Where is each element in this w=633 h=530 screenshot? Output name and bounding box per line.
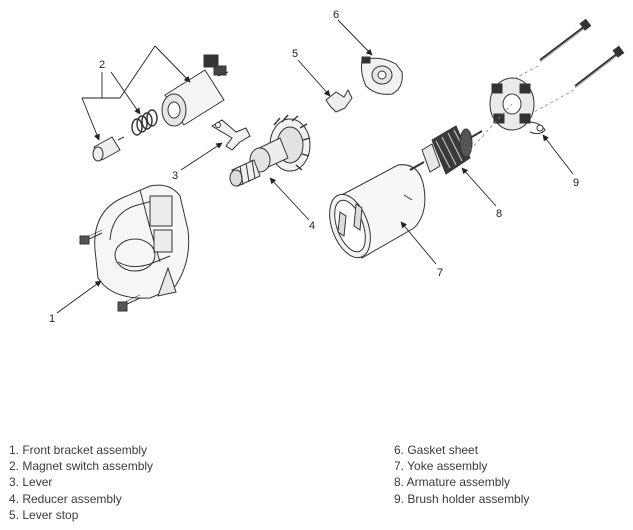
gasket-sheet [361,56,403,95]
legend-item-3: 3. Lever [9,475,53,490]
callout-9: 9 [573,177,579,189]
callout-3: 3 [172,170,178,182]
callout-1: 1 [49,313,55,325]
plunger-spring [131,109,158,136]
legend-item-4: 4. Reducer assembly [9,491,122,506]
callout-2: 2 [99,59,105,71]
legend-item-8: 8. Armature assembly [394,475,511,490]
legend-item-7: 7. Yoke assembly [394,459,488,474]
callout-4: 4 [309,220,315,232]
starter-motor-exploded-diagram: 1 2 3 4 5 6 7 8 9 [49,9,625,325]
leader-lines [56,19,574,314]
callout-8: 8 [496,208,502,220]
armature-assembly [409,125,483,175]
brush-holder-assembly [489,77,546,135]
magnet-switch-assembly [161,54,229,127]
bracket-bolt-upper [79,229,103,245]
plunger [92,136,125,162]
front-bracket-assembly [94,184,190,299]
reducer-assembly [229,114,311,187]
alignment-axes [469,65,575,151]
callout-5: 5 [292,48,298,60]
yoke-assembly [329,164,426,259]
lever-stop [325,88,353,113]
parts-legend-right: 6. Gasket sheet 7. Yoke assembly 8. Arma… [394,442,529,507]
legend-item-9: 9. Brush holder assembly [394,491,530,506]
legend-item-5: 5. Lever stop [9,507,79,522]
parts-legend-left: 1. Front bracket assembly 2. Magnet swit… [9,442,153,523]
legend-item-6: 6. Gasket sheet [394,443,479,457]
bracket-bolt-lower [117,294,141,312]
callout-7: 7 [437,267,443,279]
legend-item-1: 1. Front bracket assembly [9,443,148,457]
legend-item-2: 2. Magnet switch assembly [9,459,154,474]
lever [211,119,251,151]
callout-6: 6 [333,9,339,21]
through-bolts [539,18,625,89]
